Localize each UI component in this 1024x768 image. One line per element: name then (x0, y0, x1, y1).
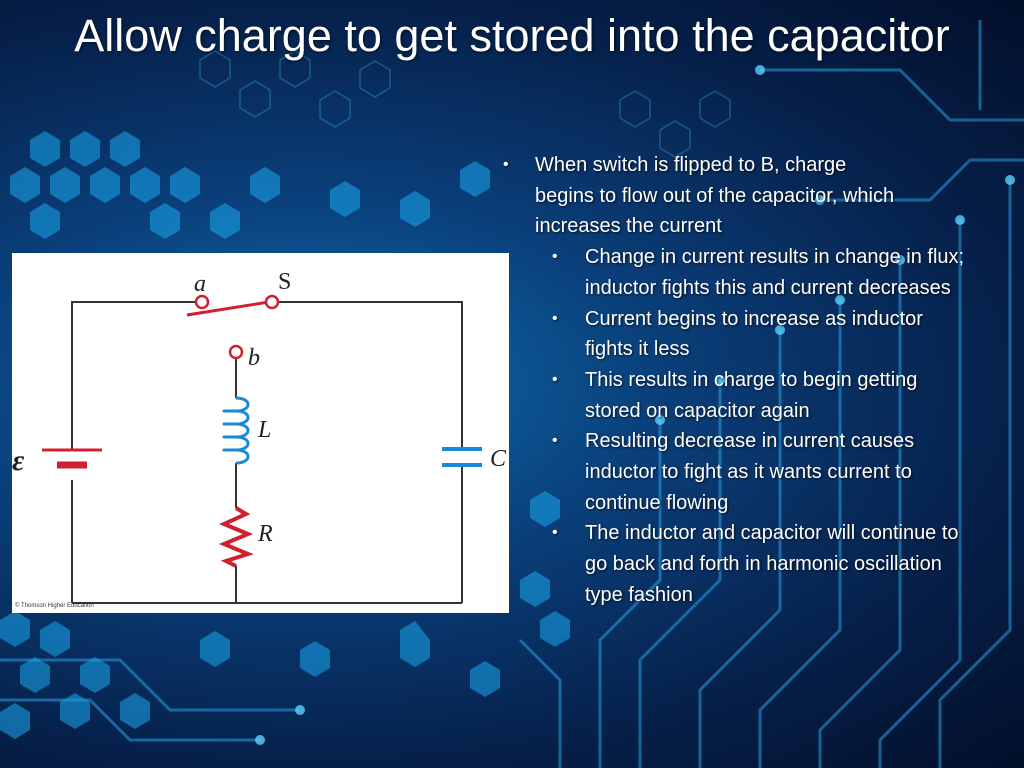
label-c: C (490, 446, 507, 472)
label-r: R (257, 521, 273, 547)
resistor-zigzag (218, 506, 254, 568)
bullet-glyph: • (552, 370, 558, 388)
label-emf: ε (12, 444, 25, 477)
switch-symbol (186, 294, 280, 360)
battery-symbol (42, 448, 102, 469)
bullet-item: • Resulting decrease in current causes i… (500, 426, 965, 518)
label-a: a (194, 271, 206, 297)
label-b: b (248, 345, 260, 371)
bullet-item: • This results in charge to begin gettin… (500, 365, 965, 426)
bullet-glyph: • (503, 156, 509, 173)
bullet-item: • Change in current results in change in… (500, 242, 965, 303)
bullet-text: Resulting decrease in current causes ind… (585, 430, 915, 514)
bullet-text: This results in charge to begin getting … (585, 368, 918, 422)
label-l: L (257, 417, 271, 443)
bullet-list: • When switch is flipped to B, charge be… (500, 150, 970, 611)
bullet-glyph: • (552, 309, 558, 327)
bullet-item: • The inductor and capacitor will contin… (500, 518, 965, 610)
bullet-glyph: • (552, 432, 558, 450)
bullet-glyph: • (552, 248, 558, 266)
bullet-text: Change in current results in change in f… (585, 246, 965, 299)
bullet-text: When switch is flipped to B, charge begi… (535, 154, 895, 238)
circuit-figure: a S b L R C ε © Thomson Higher Education (12, 253, 509, 613)
inductor-coil (222, 396, 250, 465)
bullet-item: • When switch is flipped to B, charge be… (500, 150, 905, 242)
capacitor-plates (442, 447, 482, 467)
bullet-glyph: • (552, 524, 558, 542)
bullet-text: Current begins to increase as inductor f… (585, 307, 923, 361)
bullet-text: The inductor and capacitor will continue… (585, 522, 959, 606)
label-s: S (278, 269, 291, 295)
slide-title: Allow charge to get stored into the capa… (74, 10, 950, 61)
rlc-circuit-diagram: a S b L R C ε (12, 269, 507, 604)
circuit-wires (71, 301, 463, 604)
bullet-item: • Current begins to increase as inductor… (500, 304, 965, 365)
figure-credit: © Thomson Higher Education (15, 603, 94, 609)
